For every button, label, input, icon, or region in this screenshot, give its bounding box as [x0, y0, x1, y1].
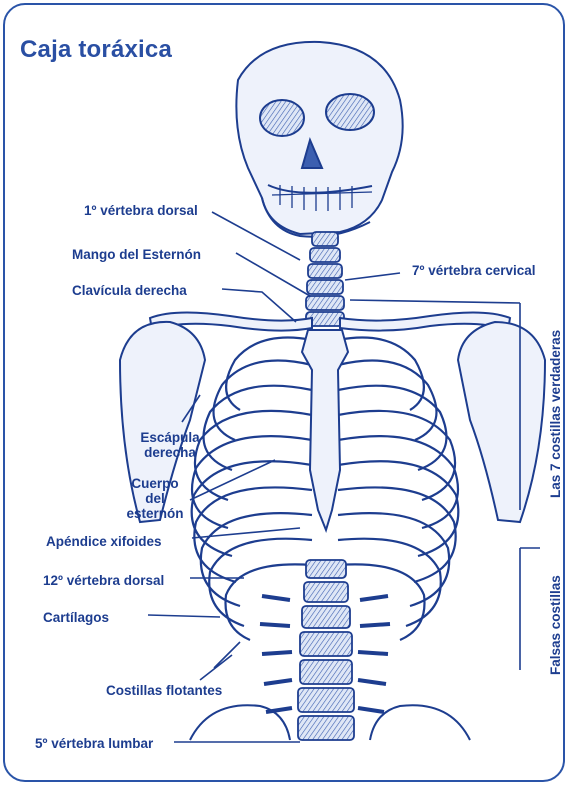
lower-spine: [260, 560, 390, 740]
skull: [236, 42, 402, 237]
label-7th-cervical-vertebra: 7º vértebra cervical: [412, 263, 536, 278]
label-floating-ribs: Costillas flotantes: [106, 683, 222, 698]
label-true-ribs: Las 7 costillas verdaderas: [548, 330, 563, 498]
label-1st-dorsal-vertebra: 1º vértebra dorsal: [84, 203, 198, 218]
label-sternum-body-line1: Cuerpo: [125, 476, 185, 491]
cervical-spine: [306, 232, 344, 326]
label-right-scapula-line1: Escápula: [140, 430, 200, 445]
label-12th-dorsal-vertebra: 12º vértebra dorsal: [43, 573, 164, 588]
label-xiphoid-process: Apéndice xifoides: [46, 534, 162, 549]
label-sternum-body-line2: del: [125, 491, 185, 506]
page-title: Caja toráxica: [20, 36, 172, 64]
label-sternum-body-line3: esternón: [125, 506, 185, 521]
label-false-ribs: Falsas costillas: [548, 575, 563, 675]
label-right-scapula-line2: derecha: [140, 445, 200, 460]
sternum: [302, 330, 348, 530]
label-5th-lumbar-vertebra: 5º vértebra lumbar: [35, 736, 153, 751]
label-cartilages: Cartílagos: [43, 610, 109, 625]
label-right-clavicle: Clavícula derecha: [72, 283, 187, 298]
label-sternum-manubrium: Mango del Esternón: [72, 247, 201, 262]
